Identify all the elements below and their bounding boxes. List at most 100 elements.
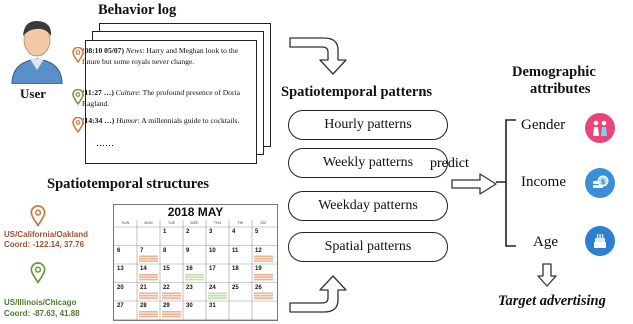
log-entry: (08:10 05/07) News: Harry and Meghan loo… bbox=[82, 46, 239, 66]
calendar-day: 23 bbox=[186, 284, 193, 291]
activity-mark bbox=[139, 257, 158, 260]
pattern-item: Weekly patterns bbox=[288, 148, 448, 178]
arrow-down-icon bbox=[537, 263, 557, 287]
calendar-day: 24 bbox=[209, 284, 216, 291]
calendar-day: 22 bbox=[163, 284, 170, 291]
activity-mark bbox=[254, 257, 273, 260]
calendar-dow: FRI bbox=[237, 221, 244, 225]
people-icon bbox=[585, 113, 615, 143]
activity-mark bbox=[185, 274, 204, 276]
bracket bbox=[496, 119, 516, 247]
behavior-log-title: Behavior log bbox=[98, 2, 177, 18]
calendar-day: 9 bbox=[186, 247, 190, 254]
arrow-right-icon bbox=[451, 173, 497, 195]
calendar-day: 31 bbox=[209, 303, 216, 309]
calendar-day: 3 bbox=[209, 229, 213, 235]
activity-mark bbox=[254, 294, 273, 297]
calendar-day: 13 bbox=[117, 266, 124, 272]
activity-mark bbox=[162, 311, 181, 313]
calendar-dow: SUN bbox=[121, 221, 130, 225]
activity-mark bbox=[139, 255, 158, 258]
calendar-dow: TUE bbox=[168, 221, 175, 225]
calendar-dow: MON bbox=[144, 221, 153, 225]
activity-mark bbox=[208, 297, 227, 299]
activity-mark bbox=[139, 274, 158, 276]
predict-label: predict bbox=[430, 156, 469, 171]
location-place: US/Illinois/Chicago bbox=[4, 298, 77, 307]
log-page-front bbox=[85, 40, 257, 164]
user-icon bbox=[11, 20, 63, 85]
activity-mark bbox=[208, 294, 227, 297]
activity-mark bbox=[208, 292, 227, 295]
calendar-day: 27 bbox=[117, 303, 124, 309]
activity-mark bbox=[254, 260, 273, 262]
activity-mark bbox=[162, 313, 181, 315]
target-advertising-label: Target advertising bbox=[498, 293, 606, 309]
log-entry: (11:27 …) Culture: The profound presence… bbox=[82, 88, 240, 108]
structures-title: Spatiotemporal structures bbox=[47, 176, 210, 192]
demographics-title: attributes bbox=[530, 81, 591, 97]
pattern-item: Weekday patterns bbox=[288, 191, 448, 221]
calendar-day: 21 bbox=[140, 284, 147, 291]
location-pin-icon bbox=[30, 262, 46, 284]
calendar-day: 11 bbox=[232, 247, 239, 254]
location-coord: Coord: -122.14, 37.76 bbox=[4, 240, 85, 249]
calendar-grid bbox=[114, 220, 277, 320]
activity-mark bbox=[254, 297, 273, 299]
curved-arrow-icon bbox=[289, 37, 347, 75]
calendar-day: 15 bbox=[163, 266, 170, 272]
attribute-label-income: Income bbox=[521, 174, 566, 190]
calendar-day: 18 bbox=[232, 266, 239, 272]
location-place: US/California/Oakland bbox=[4, 230, 89, 239]
calendar-day: 25 bbox=[232, 284, 239, 291]
calendar-day: 7 bbox=[140, 247, 144, 254]
activity-mark bbox=[254, 274, 273, 276]
svg-text:$: $ bbox=[601, 178, 606, 186]
activity-mark bbox=[139, 294, 158, 297]
activity-mark bbox=[139, 292, 158, 295]
activity-mark bbox=[254, 255, 273, 258]
activity-mark bbox=[139, 260, 158, 262]
calendar-day: 26 bbox=[255, 284, 262, 291]
user-avatar bbox=[6, 12, 68, 85]
patterns-title: Spatiotemporal patterns bbox=[281, 84, 433, 100]
calendar-day: 20 bbox=[117, 284, 124, 291]
activity-mark bbox=[139, 297, 158, 299]
calendar-day: 6 bbox=[117, 247, 121, 254]
calendar-day: 30 bbox=[186, 303, 193, 309]
cake-icon bbox=[585, 226, 615, 256]
log-ellipsis: …… bbox=[96, 138, 114, 148]
calendar-day: 8 bbox=[163, 247, 167, 254]
activity-mark bbox=[162, 297, 181, 299]
attribute-label-gender: Gender bbox=[521, 117, 566, 133]
calendar-day: 28 bbox=[140, 303, 147, 309]
calendar-day: 17 bbox=[209, 266, 216, 272]
demographics-title: Demographic bbox=[512, 64, 596, 80]
activity-mark bbox=[139, 278, 158, 281]
calendar-day: 16 bbox=[186, 266, 193, 272]
calendar-title: 2018 MAY bbox=[167, 205, 224, 219]
calendar-day: 1 bbox=[163, 229, 167, 235]
user-label: User bbox=[20, 86, 46, 101]
calendar-dow: SAT bbox=[260, 221, 267, 225]
calendar-dow: WED bbox=[190, 221, 199, 225]
activity-mark bbox=[254, 276, 273, 278]
location-pin-icon bbox=[72, 47, 84, 63]
activity-mark bbox=[254, 292, 273, 295]
pattern-item: Spatial patterns bbox=[288, 232, 448, 262]
location-pin-icon bbox=[72, 117, 84, 133]
calendar-day: 4 bbox=[232, 229, 236, 235]
activity-mark bbox=[185, 276, 204, 278]
location-pin-icon bbox=[30, 205, 46, 227]
activity-mark bbox=[139, 311, 158, 313]
pattern-item: Hourly patterns bbox=[288, 110, 448, 140]
calendar-day: 12 bbox=[255, 247, 262, 254]
activity-mark bbox=[139, 315, 158, 318]
calendar-day: 2 bbox=[186, 229, 190, 235]
activity-mark bbox=[254, 278, 273, 281]
activity-mark bbox=[139, 313, 158, 315]
calendar-day: 19 bbox=[255, 266, 262, 272]
calendar-day: 14 bbox=[140, 266, 147, 272]
activity-mark bbox=[162, 294, 181, 297]
